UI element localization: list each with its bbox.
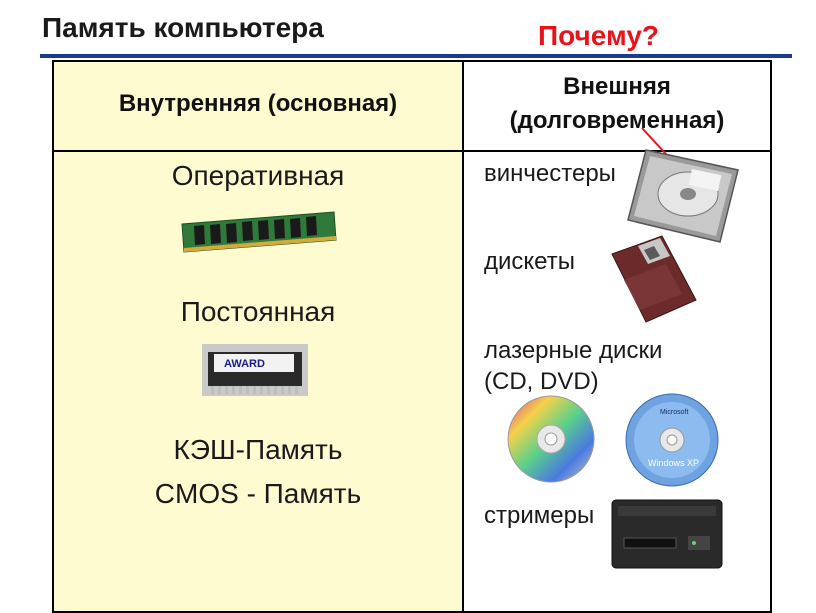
hdd-label: винчестеры <box>484 160 616 187</box>
external-header-line2: (долговременная) <box>509 107 725 134</box>
windows-cd-image: Microsoft Windows XP <box>625 393 719 487</box>
microsoft-label: Microsoft <box>660 409 688 416</box>
bios-chip-image: AWARD <box>202 344 308 396</box>
optical-label-line2: (CD, DVD) <box>484 368 599 395</box>
floppy-label: дискеты <box>484 248 575 275</box>
title-underline <box>40 54 792 58</box>
optical-label-line1: лазерные диски <box>484 337 663 364</box>
windows-label: Windows XP <box>648 458 699 468</box>
page-title: Память компьютера <box>42 12 324 43</box>
cd-disc-image <box>507 395 595 483</box>
why-question: Почему? <box>538 20 660 51</box>
tape-label: стримеры <box>484 502 595 529</box>
cmos-label: CMOS - Память <box>154 478 362 509</box>
internal-memory-header: Внутренняя (основная) <box>54 62 464 152</box>
tape-streamer-image <box>611 499 723 569</box>
external-header-line1: Внешняя <box>563 73 671 100</box>
floppy-disk-image <box>611 235 697 323</box>
internal-header-label: Внутренняя (основная) <box>118 90 398 117</box>
hard-drive-image <box>627 149 739 243</box>
rom-label: Постоянная <box>180 296 336 327</box>
external-memory-header: Внешняя (долговременная) <box>464 62 770 152</box>
internal-memory-column: Оперативная Постоянная AWARD <box>54 152 464 611</box>
memory-table: Внутренняя (основная) Внешняя (долговрем… <box>52 60 772 613</box>
cache-label: КЭШ-Память <box>173 434 343 465</box>
ram-label: Оперативная <box>171 160 345 191</box>
award-label: AWARD <box>224 358 265 370</box>
ram-module-image <box>181 211 337 253</box>
